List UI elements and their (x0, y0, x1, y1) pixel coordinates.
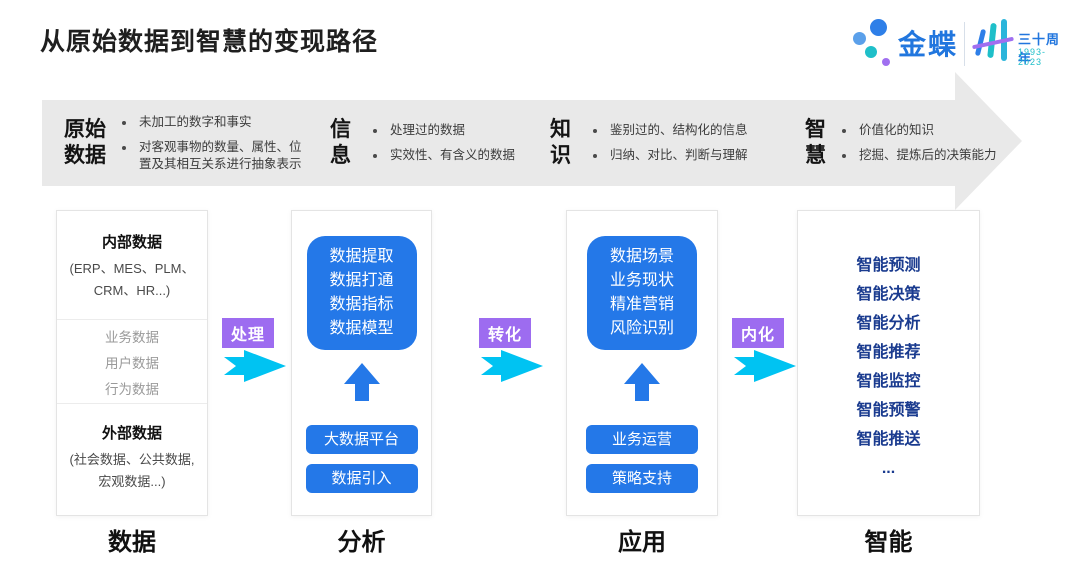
page-title: 从原始数据到智慧的变现路径 (40, 28, 379, 56)
stage-heading: 原始数据 (64, 118, 106, 167)
data-type-item: 用户数据 (105, 356, 159, 371)
logo-divider (964, 22, 965, 66)
stage-bullet-list: 价值化的知识 挖掘、提炼后的决策能力 (842, 122, 997, 164)
bullet-dot-icon (373, 129, 377, 133)
stage-heading: 信息 (330, 118, 351, 167)
stage-information: 信息 处理过的数据 实效性、有含义的数据 (330, 100, 515, 186)
internal-data-section: 内部数据 (ERP、MES、PLM、 CRM、HR...) (57, 211, 207, 320)
connector-label-internalize: 内化 (732, 318, 785, 348)
stage-knowledge: 知识 鉴别过的、结构化的信息 归纳、对比、判断与理解 (550, 100, 748, 186)
intelligence-item: 智能推送 (856, 431, 921, 448)
stage-bullet: 价值化的知识 (842, 122, 997, 139)
stage-bullet: 归纳、对比、判断与理解 (593, 147, 748, 164)
column-label-analysis: 分析 (337, 529, 386, 556)
application-column-card: 数据场景 业务现状 精准营销 风险识别 业务运营 策略支持 (566, 210, 718, 516)
data-type-list: 业务数据 用户数据 行为数据 (57, 320, 207, 404)
stage-heading: 智慧 (805, 118, 826, 167)
column-label-data: 数据 (108, 529, 156, 556)
intelligence-item: 智能推荐 (856, 344, 921, 361)
connector-label-process: 处理 (222, 318, 275, 348)
column-label-application: 应用 (618, 529, 666, 556)
stage-bullet-list: 处理过的数据 实效性、有含义的数据 (373, 122, 515, 164)
internal-data-examples: (ERP、MES、PLM、 CRM、HR...) (69, 261, 195, 298)
analysis-column-card: 数据提取 数据打通 数据指标 数据模型 大数据平台 数据引入 (291, 210, 432, 516)
stage-bullet-list: 鉴别过的、结构化的信息 归纳、对比、判断与理解 (593, 122, 748, 164)
column-label-intelligence: 智能 (864, 529, 913, 556)
intelligence-item: ... (881, 460, 896, 477)
anniversary-years: 1993-2023 (1018, 47, 1047, 67)
stage-raw-data: 原始数据 未加工的数字和事实 对客观事物的数量、属性、位置及其相互关系进行抽象表… (64, 100, 311, 186)
up-arrow-icon (343, 363, 380, 401)
stage-wisdom: 智慧 价值化的知识 挖掘、提炼后的决策能力 (805, 100, 997, 186)
intelligence-item: 智能监控 (856, 373, 921, 390)
external-data-title: 外部数据 (101, 425, 162, 442)
bullet-dot-icon (842, 154, 846, 158)
connector-label-transform: 转化 (479, 318, 532, 348)
stage-bullet: 处理过的数据 (373, 122, 515, 139)
up-arrow-icon (624, 363, 660, 401)
external-data-section: 外部数据 (社会数据、公共数据, 宏观数据...) (57, 404, 207, 493)
intelligence-item: 智能预测 (856, 257, 921, 274)
business-operation-button: 业务运营 (586, 425, 698, 454)
data-type-item: 行为数据 (105, 382, 159, 397)
intelligence-item: 智能分析 (856, 315, 921, 332)
bullet-dot-icon (593, 129, 597, 133)
application-scenario-box: 数据场景 业务现状 精准营销 风险识别 (587, 236, 697, 350)
stage-bullet: 鉴别过的、结构化的信息 (593, 122, 748, 139)
anniversary-label: 三十周年 (1018, 32, 1061, 66)
data-column-card: 内部数据 (ERP、MES、PLM、 CRM、HR...) 业务数据 用户数据 … (56, 210, 208, 516)
external-data-examples: (社会数据、公共数据, 宏观数据...) (69, 452, 195, 489)
intelligence-item: 智能决策 (856, 286, 921, 303)
bullet-dot-icon (373, 154, 377, 158)
stage-bullet: 未加工的数字和事实 (122, 114, 311, 131)
stage-banner-arrow-icon (42, 72, 1022, 210)
bullet-dot-icon (122, 120, 126, 125)
stage-bullet-list: 未加工的数字和事实 对客观事物的数量、属性、位置及其相互关系进行抽象表示 (122, 114, 311, 173)
kingdee-logo: 金蝶 三十周年 1993-2023 (848, 14, 1068, 74)
flow-arrow-icon (481, 350, 543, 382)
brand-name: 金蝶 (898, 29, 959, 60)
intelligence-column-card: 智能预测 智能决策 智能分析 智能推荐 智能监控 智能预警 智能推送 ... (797, 210, 980, 516)
data-import-button: 数据引入 (305, 464, 418, 493)
flow-arrow-icon (734, 350, 796, 382)
analysis-capability-box: 数据提取 数据打通 数据指标 数据模型 (306, 236, 417, 350)
data-type-item: 业务数据 (105, 330, 159, 345)
big-data-platform-button: 大数据平台 (305, 425, 418, 454)
flow-arrow-icon (224, 350, 286, 382)
stage-heading: 知识 (550, 118, 571, 167)
bullet-dot-icon (122, 145, 126, 150)
intelligence-item: 智能预警 (856, 402, 921, 419)
internal-data-title: 内部数据 (101, 234, 162, 251)
stage-bullet: 挖掘、提炼后的决策能力 (842, 147, 997, 164)
intelligence-list: 智能预测 智能决策 智能分析 智能推荐 智能监控 智能预警 智能推送 ... (798, 211, 979, 483)
bullet-dot-icon (842, 129, 846, 133)
stage-bullet: 实效性、有含义的数据 (373, 147, 515, 164)
bullet-dot-icon (593, 154, 597, 158)
stage-bullet: 对客观事物的数量、属性、位置及其相互关系进行抽象表示 (122, 139, 311, 173)
strategy-support-button: 策略支持 (586, 464, 698, 493)
